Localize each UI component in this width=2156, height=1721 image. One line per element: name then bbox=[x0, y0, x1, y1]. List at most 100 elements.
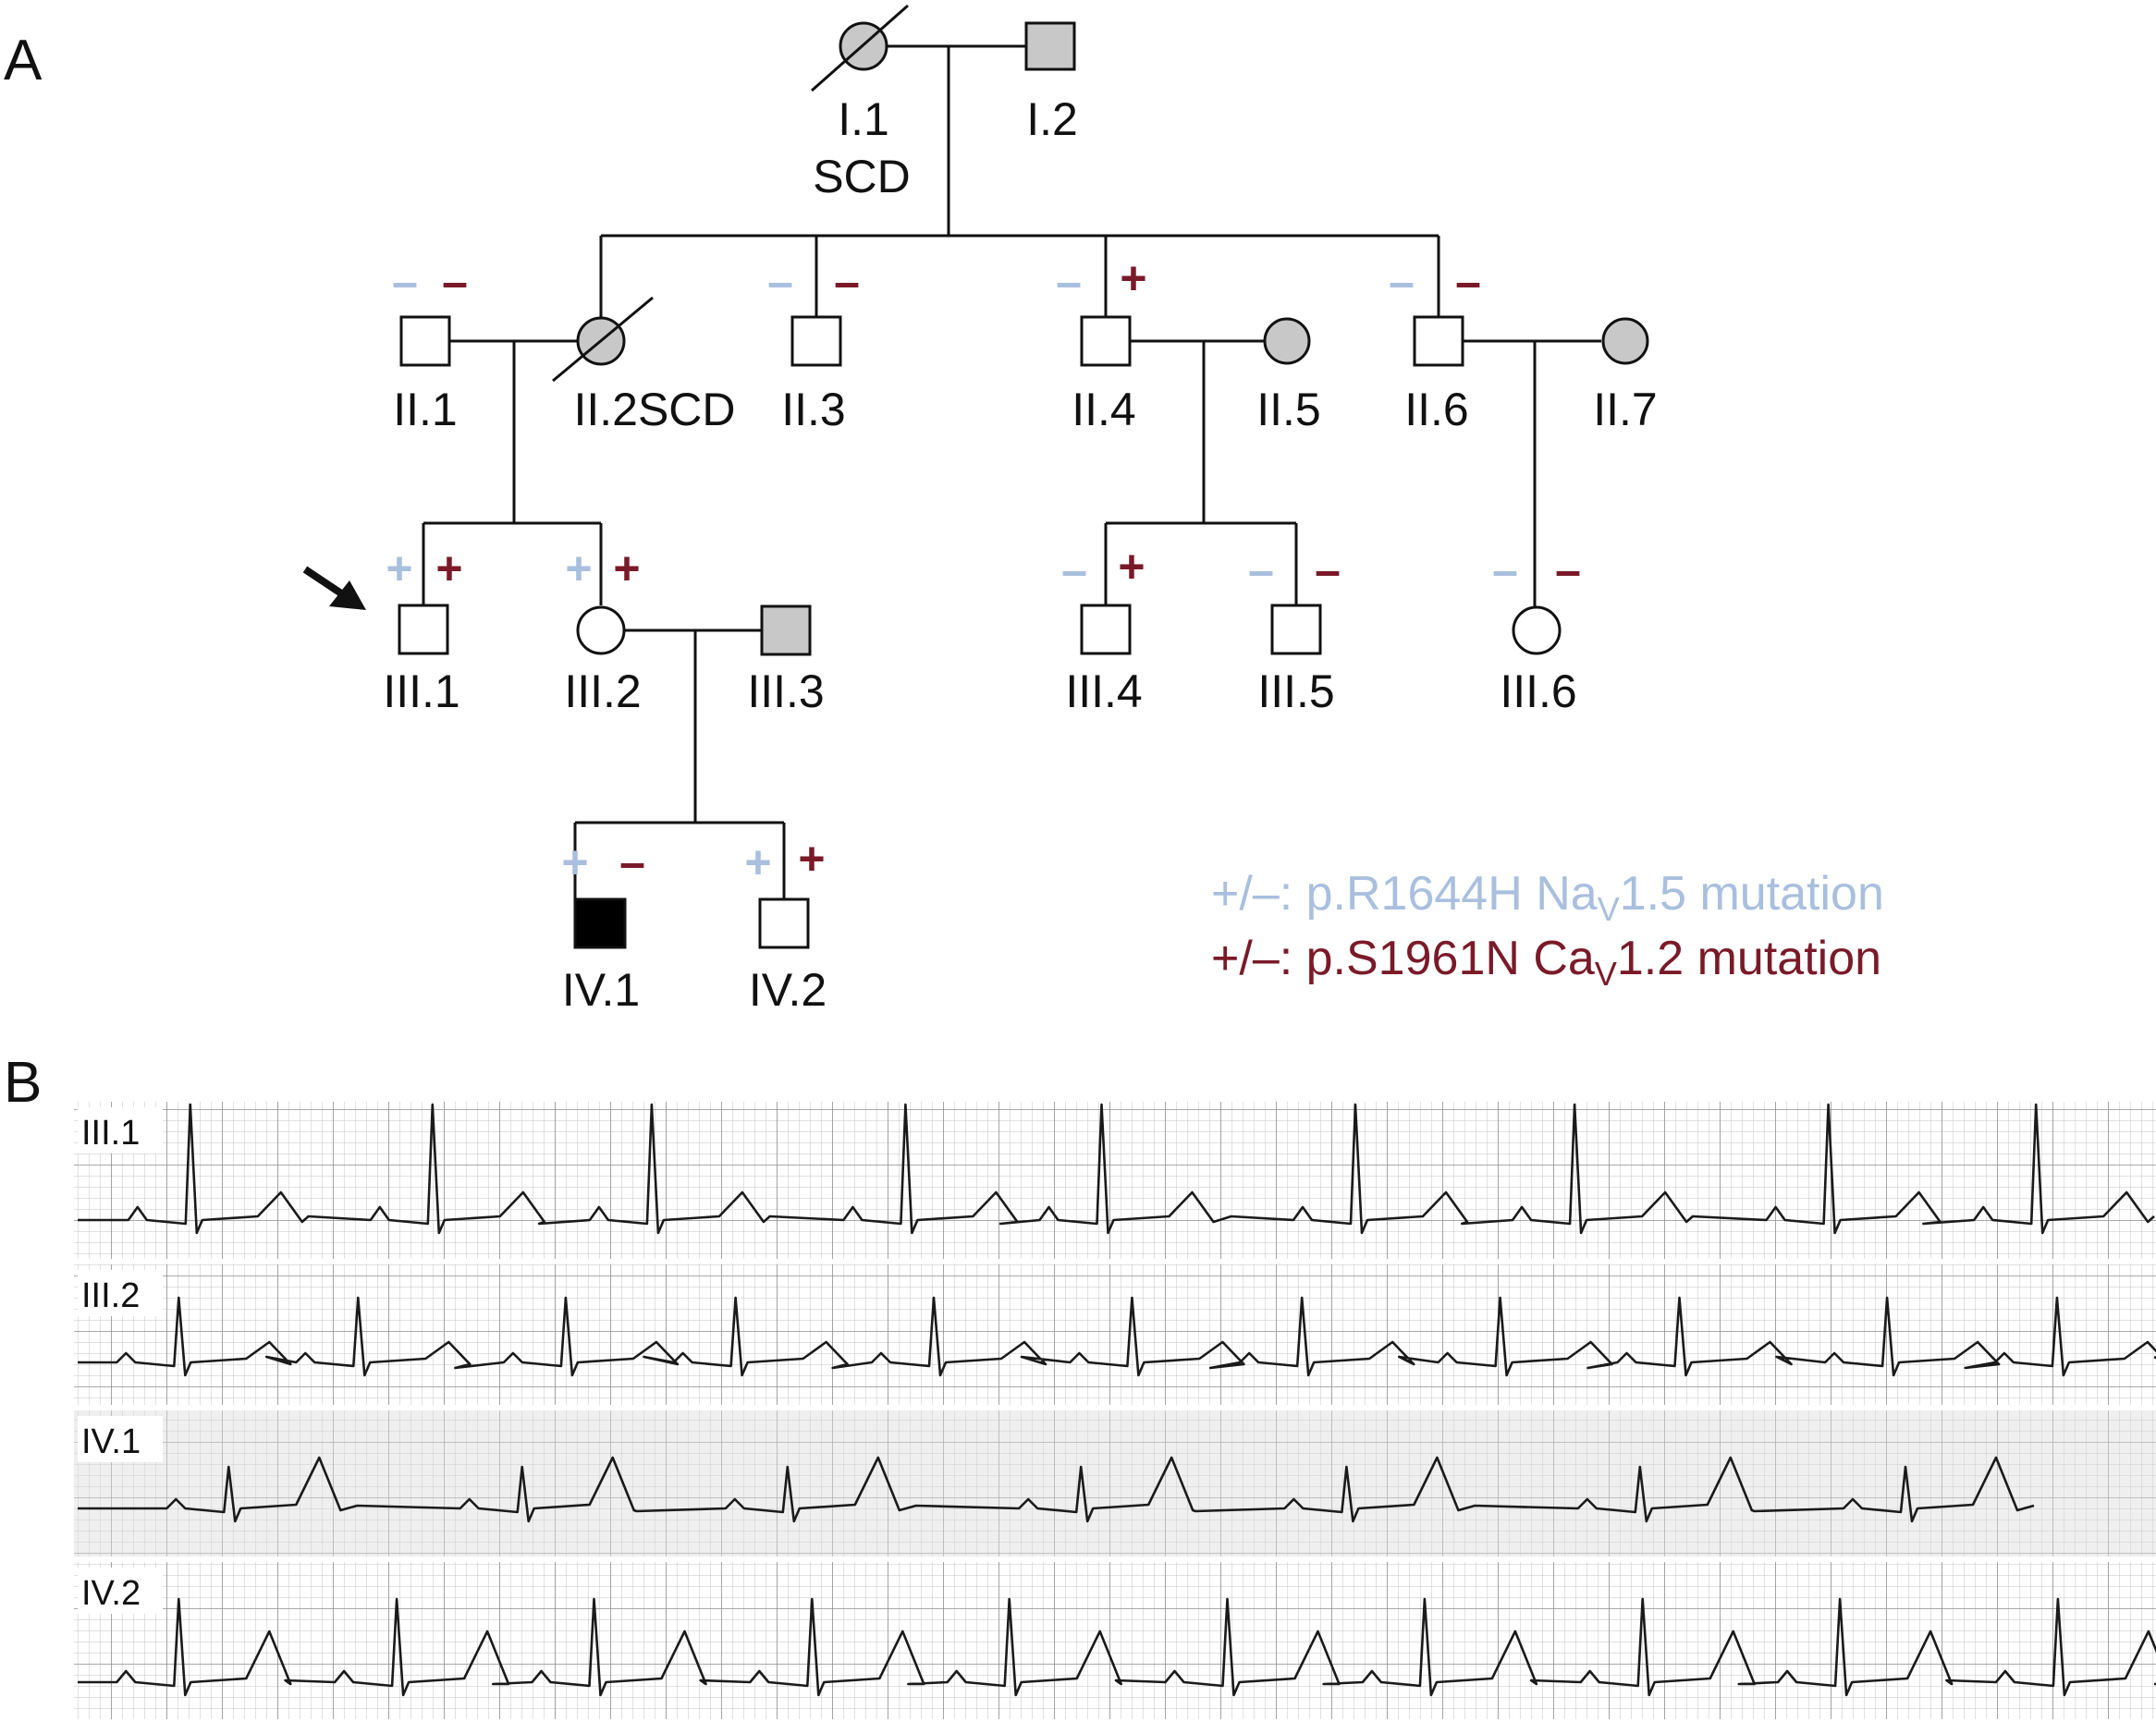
individual-label: II.3 bbox=[781, 384, 845, 435]
individual-label: IV.2 bbox=[749, 964, 827, 1016]
individual-II6: II.6 – – bbox=[1389, 256, 1481, 435]
individual-II2: II.2SCD bbox=[552, 296, 736, 435]
individual-label: II.5 bbox=[1256, 384, 1320, 435]
male-symbol bbox=[573, 897, 627, 949]
ecg-trace bbox=[78, 1103, 2155, 1235]
legend-nav-entry: +/–: p.R1644H NaV1.5 mutation bbox=[1211, 867, 1884, 928]
cav-genotype: – bbox=[1315, 544, 1341, 596]
individual-II5: II.5 bbox=[1256, 317, 1321, 435]
nav-genotype: – bbox=[1061, 544, 1087, 596]
pedigree-chart: I.1 SCD I.2 II.1 – – II.2SCD II.3 – – II… bbox=[302, 4, 1884, 1016]
ecg-panel: III.1 III.2 IV.1 IV.2 bbox=[74, 1102, 2156, 1719]
individual-III4: III.4 – + bbox=[1061, 541, 1145, 717]
cav-genotype: + bbox=[435, 543, 462, 594]
ecg-strip-III1: III.1 bbox=[74, 1102, 2156, 1259]
ecg-label-bg bbox=[78, 1568, 163, 1614]
cav-genotype: + bbox=[613, 543, 640, 594]
ecg-strip-IV1: IV.1 bbox=[74, 1410, 2156, 1556]
individual-IV2: IV.2 + + bbox=[744, 833, 827, 1016]
female-symbol bbox=[1263, 317, 1311, 365]
individual-label: II.6 bbox=[1404, 384, 1468, 435]
individual-IV1: IV.1 + – bbox=[561, 836, 645, 1016]
individual-label: IV.1 bbox=[562, 964, 640, 1016]
male-symbol bbox=[399, 315, 451, 367]
panel-label-a: A bbox=[4, 29, 43, 92]
ecg-strip-III2: III.2 bbox=[74, 1264, 2156, 1405]
male-symbol bbox=[1270, 604, 1322, 655]
ecg-label: IV.2 bbox=[81, 1574, 141, 1613]
individual-label: III.2 bbox=[564, 665, 641, 717]
individual-label: III.6 bbox=[1500, 665, 1576, 717]
deceased-slash bbox=[811, 4, 909, 92]
ecg-grid bbox=[74, 1102, 2156, 1259]
deceased-slash bbox=[552, 296, 654, 383]
cav-genotype: – bbox=[1455, 256, 1481, 308]
female-symbol bbox=[576, 605, 626, 655]
individual-III5: III.5 – – bbox=[1248, 544, 1341, 717]
male-symbol bbox=[758, 897, 810, 949]
cav-genotype: – bbox=[1555, 544, 1581, 596]
male-symbol bbox=[790, 315, 842, 367]
female-symbol bbox=[1512, 605, 1562, 655]
nav-genotype: – bbox=[1248, 544, 1274, 596]
individual-label: III.5 bbox=[1257, 665, 1334, 717]
ecg-paper-tint bbox=[74, 1410, 2156, 1556]
individual-label: I.1 bbox=[838, 93, 889, 145]
ecg-label: III.1 bbox=[81, 1114, 140, 1153]
individual-label: III.3 bbox=[747, 665, 824, 717]
individual-label: III.1 bbox=[383, 665, 459, 717]
individual-III6: III.6 – – bbox=[1492, 544, 1581, 717]
individual-I1: I.1 SCD bbox=[811, 4, 911, 202]
individual-label: I.2 bbox=[1026, 93, 1078, 145]
ecg-trace bbox=[78, 1456, 2035, 1523]
individual-label: II.7 bbox=[1593, 384, 1657, 435]
individual-II4: II.4 – + bbox=[1056, 252, 1147, 435]
nav-genotype: + bbox=[744, 836, 771, 888]
individual-II1: II.1 – – bbox=[392, 256, 468, 435]
individual-III2: III.2 + + bbox=[564, 543, 641, 717]
ecg-label-bg bbox=[78, 1416, 163, 1462]
individual-sublabel: SCD bbox=[813, 151, 911, 202]
nav-genotype: – bbox=[1056, 256, 1082, 308]
panel-label-b: B bbox=[4, 1051, 42, 1115]
ecg-strip-IV2: IV.2 bbox=[74, 1562, 2156, 1719]
male-symbol bbox=[760, 604, 812, 656]
male-symbol bbox=[398, 604, 449, 655]
individual-I2: I.2 bbox=[1024, 21, 1078, 145]
male-symbol bbox=[1413, 315, 1464, 367]
nav-genotype: + bbox=[561, 836, 588, 888]
cav-genotype: + bbox=[1118, 541, 1145, 592]
cav-genotype: + bbox=[798, 833, 825, 885]
individual-label: III.4 bbox=[1065, 665, 1142, 717]
individual-label: II.2SCD bbox=[573, 384, 735, 435]
individual-III1: III.1 + + bbox=[302, 543, 463, 717]
nav-genotype: – bbox=[1492, 544, 1518, 596]
ecg-grid bbox=[74, 1562, 2156, 1719]
nav-genotype: + bbox=[386, 543, 412, 594]
cav-genotype: – bbox=[442, 256, 468, 308]
nav-genotype: – bbox=[767, 256, 793, 308]
male-symbol bbox=[1080, 315, 1132, 367]
ecg-label: IV.1 bbox=[81, 1422, 141, 1461]
individual-label: II.4 bbox=[1072, 384, 1135, 435]
cav-genotype: + bbox=[1120, 252, 1146, 304]
ecg-trace bbox=[78, 1597, 2156, 1697]
ecg-trace bbox=[78, 1296, 2156, 1377]
male-symbol bbox=[1080, 604, 1132, 655]
male-symbol bbox=[1024, 21, 1076, 71]
ecg-grid bbox=[74, 1264, 2156, 1405]
nav-genotype: – bbox=[1389, 256, 1415, 308]
nav-genotype: + bbox=[565, 543, 592, 594]
individual-III3: III.3 bbox=[747, 604, 825, 717]
legend-cav-entry: +/–: p.S1961N CaV1.2 mutation bbox=[1211, 932, 1881, 993]
cav-genotype: – bbox=[619, 836, 645, 888]
ecg-label: III.2 bbox=[81, 1276, 140, 1315]
cav-genotype: – bbox=[834, 256, 860, 308]
legend: +/–: p.R1644H NaV1.5 mutation +/–: p.S19… bbox=[1211, 867, 1884, 993]
nav-genotype: – bbox=[392, 256, 418, 308]
proband-arrow-icon bbox=[302, 566, 366, 610]
individual-II3: II.3 – – bbox=[767, 256, 860, 435]
ecg-label-bg bbox=[78, 1270, 163, 1316]
individual-label: II.1 bbox=[393, 384, 457, 435]
